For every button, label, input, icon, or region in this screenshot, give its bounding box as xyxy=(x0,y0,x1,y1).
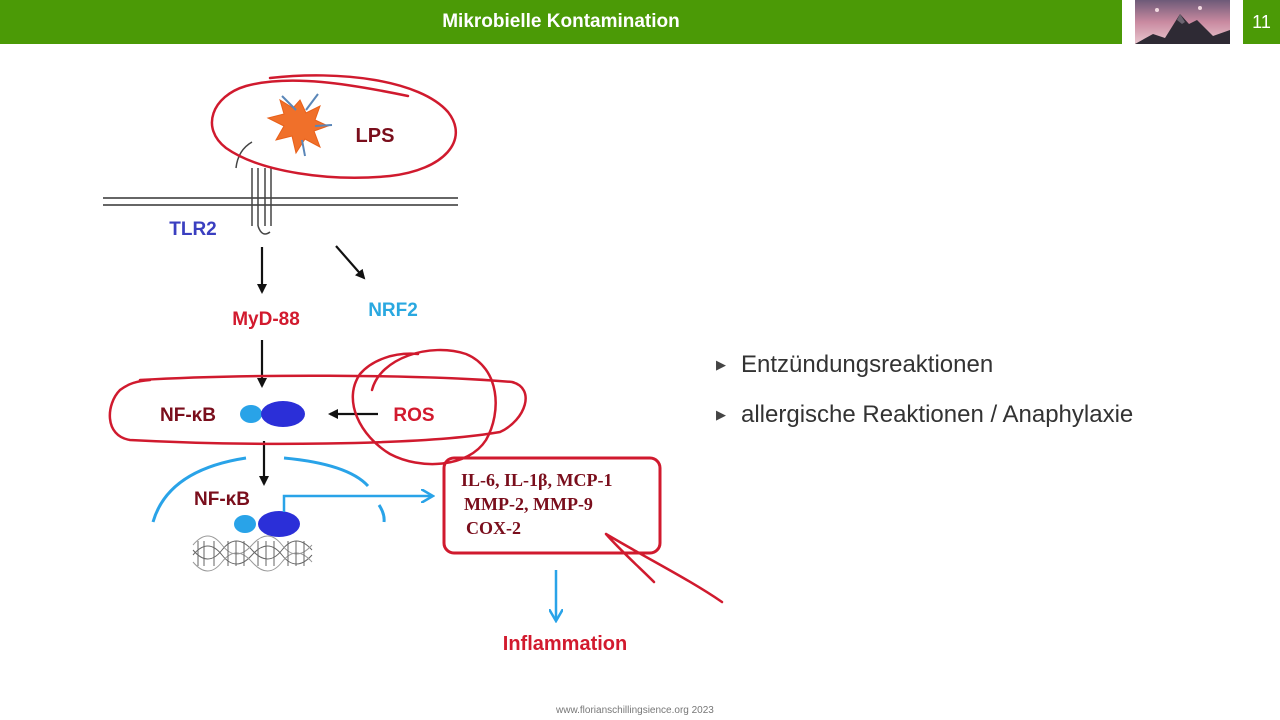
ros-label: ROS xyxy=(393,405,434,426)
header-thumbnail-image xyxy=(1135,0,1230,44)
nfkb-cytoplasm-label: NF-κB xyxy=(160,405,216,426)
bullet-text: allergische Reaktionen / Anaphylaxie xyxy=(741,401,1134,428)
nucleus-membrane xyxy=(151,456,386,523)
cytokines-line-2: MMP-2, MMP-9 xyxy=(464,494,593,514)
myd88-label: MyD-88 xyxy=(232,309,300,330)
footer-credit: www.florianschillingsience.org 2023 xyxy=(556,705,714,716)
bullet-item: ▶ Entzündungsreaktionen xyxy=(716,340,1133,390)
nfkb-nuclear-complex-icon xyxy=(234,511,300,537)
bullet-item: ▶ allergische Reaktionen / Anaphylaxie xyxy=(716,390,1133,440)
lps-molecule-icon xyxy=(266,93,333,157)
slide-title: Mikrobielle Kontamination xyxy=(442,11,680,32)
nfkb-nucleus-label: NF-κB xyxy=(194,489,250,510)
lps-label: LPS xyxy=(356,125,395,147)
handwritten-annotations xyxy=(108,74,724,604)
cytokines-line-3: COX-2 xyxy=(466,518,521,538)
tlr2-label: TLR2 xyxy=(169,219,217,240)
tlr2-receptor-icon xyxy=(235,141,272,235)
arrow-transcription xyxy=(282,496,432,512)
cell-membrane xyxy=(103,197,458,206)
bullet-triangle-icon: ▶ xyxy=(716,407,726,422)
inflammation-label: Inflammation xyxy=(503,633,627,655)
bullet-text: Entzündungsreaktionen xyxy=(741,351,994,378)
title-bar: Mikrobielle Kontamination xyxy=(0,0,1122,44)
annotation-arrow-cytokines xyxy=(604,532,724,604)
cytokines-box xyxy=(442,456,662,555)
nfkb-pathway-diagram: LPS TLR2 MyD-88 NRF2 NF-κB ROS NF-κB xyxy=(103,74,724,655)
dna-helix-icon xyxy=(192,535,313,572)
arrow-to-nrf2 xyxy=(335,245,366,280)
annotation-ellipse-nfkb xyxy=(108,374,527,446)
bullet-list: ▶ Entzündungsreaktionen ▶ allergische Re… xyxy=(716,340,1133,440)
bullet-triangle-icon: ▶ xyxy=(716,357,726,372)
page-number: 11 xyxy=(1243,0,1280,44)
annotation-circle-lps xyxy=(210,74,458,179)
nfkb-protein-complex-icon xyxy=(240,401,305,427)
nrf2-label: NRF2 xyxy=(368,300,418,321)
annotation-circle-ros xyxy=(351,348,497,466)
cytokines-line-1: IL-6, IL-1β, MCP-1 xyxy=(461,470,612,490)
